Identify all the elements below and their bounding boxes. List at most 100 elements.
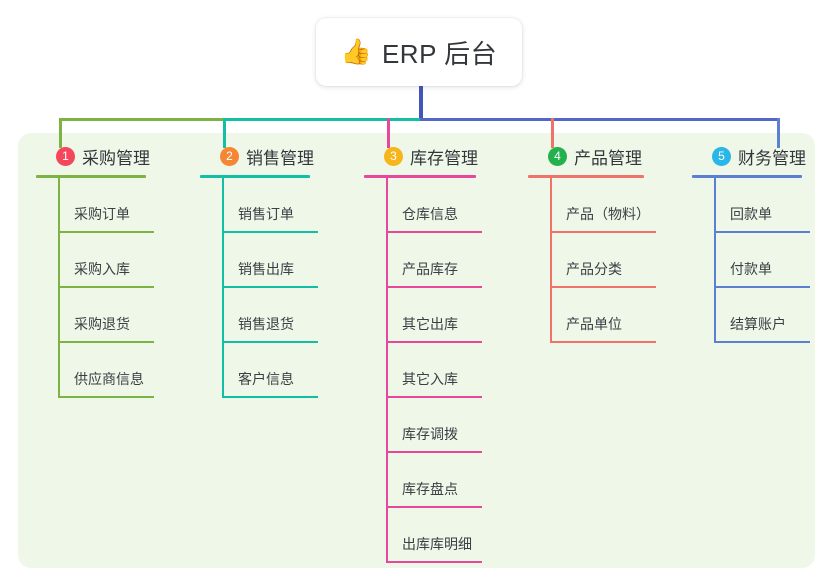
leaf-item[interactable]: 库存调拨 xyxy=(364,398,482,453)
leaf-item[interactable]: 付款单 xyxy=(692,233,810,288)
leaf-item[interactable]: 销售订单 xyxy=(200,178,318,233)
leaf-label: 销售订单 xyxy=(238,206,294,222)
leaf-item[interactable]: 出库库明细 xyxy=(364,508,482,563)
leaf-item[interactable]: 产品单位 xyxy=(528,288,656,343)
leaf-item[interactable]: 回款单 xyxy=(692,178,810,233)
root-node[interactable]: 👍 ERP 后台 xyxy=(316,18,522,86)
leaf-item[interactable]: 库存盘点 xyxy=(364,453,482,508)
leaf-item[interactable]: 采购入库 xyxy=(36,233,154,288)
bus-segment-2 xyxy=(225,118,420,121)
leaf-label: 产品库存 xyxy=(402,261,458,277)
leaf-label: 采购订单 xyxy=(74,206,130,222)
leaf-underline xyxy=(222,286,318,288)
leaf-list-1: 采购订单采购入库采购退货供应商信息 xyxy=(36,178,154,398)
leaf-label: 采购入库 xyxy=(74,261,130,277)
leaf-spine-5 xyxy=(714,178,716,343)
leaf-label: 产品分类 xyxy=(566,261,622,277)
category-header-5[interactable]: 5 财务管理 xyxy=(692,143,806,169)
leaf-label: 采购退货 xyxy=(74,316,130,332)
leaf-item[interactable]: 采购订单 xyxy=(36,178,154,233)
bus-segment-1 xyxy=(59,118,225,121)
root-title: ERP 后台 xyxy=(381,38,498,69)
category-badge-2: 2 xyxy=(220,146,239,166)
category-underline-1 xyxy=(36,175,146,178)
leaf-list-4: 产品（物料） 产品分类产品单位 xyxy=(528,178,656,343)
leaf-label: 库存盘点 xyxy=(402,481,458,497)
leaf-underline xyxy=(386,561,482,563)
leaf-label: 付款单 xyxy=(730,261,772,277)
leaf-item[interactable]: 产品库存 xyxy=(364,233,482,288)
leaf-item[interactable]: 销售出库 xyxy=(200,233,318,288)
leaf-item[interactable]: 产品（物料） xyxy=(528,178,656,233)
category-header-4[interactable]: 4 产品管理 xyxy=(528,143,644,169)
leaf-item[interactable]: 产品分类 xyxy=(528,233,656,288)
leaf-underline xyxy=(386,451,482,453)
leaf-label: 供应商信息 xyxy=(74,371,144,387)
category-column-2: 2 销售管理销售订单销售出库销售退货客户信息 xyxy=(200,143,318,398)
leaf-spine-4 xyxy=(550,178,552,343)
leaf-underline xyxy=(58,396,154,398)
leaf-item[interactable]: 供应商信息 xyxy=(36,343,154,398)
category-column-5: 5 财务管理回款单付款单结算账户 xyxy=(692,143,810,343)
thumbs-up-icon: 👍 xyxy=(340,37,372,66)
leaf-spine-1 xyxy=(58,178,60,398)
leaf-spine-2 xyxy=(222,178,224,398)
leaf-item[interactable]: 销售退货 xyxy=(200,288,318,343)
bus-segment-3 xyxy=(420,118,780,121)
leaf-underline xyxy=(386,506,482,508)
leaf-underline xyxy=(386,286,482,288)
leaf-list-2: 销售订单销售出库销售退货客户信息 xyxy=(200,178,318,398)
leaf-spine-3 xyxy=(386,178,388,563)
leaf-underline xyxy=(714,231,810,233)
category-badge-1: 1 xyxy=(56,146,75,166)
leaf-item[interactable]: 采购退货 xyxy=(36,288,154,343)
leaf-label: 库存调拨 xyxy=(402,426,458,442)
category-drop-line-5 xyxy=(777,118,780,148)
category-column-3: 3 库存管理仓库信息产品库存其它出库其它入库库存调拨库存盘点出库库明细 xyxy=(364,143,482,563)
leaf-underline xyxy=(386,231,482,233)
leaf-item[interactable]: 客户信息 xyxy=(200,343,318,398)
category-title-4: 产品管理 xyxy=(574,148,642,168)
category-drop-line-1 xyxy=(59,118,62,148)
leaf-item[interactable]: 其它入库 xyxy=(364,343,482,398)
leaf-underline xyxy=(550,341,656,343)
category-title-2: 销售管理 xyxy=(246,148,314,168)
category-underline-2 xyxy=(200,175,310,178)
leaf-item[interactable]: 仓库信息 xyxy=(364,178,482,233)
category-drop-line-4 xyxy=(551,118,554,148)
leaf-label: 其它入库 xyxy=(402,371,458,387)
diagram-panel xyxy=(18,133,815,568)
category-header-3[interactable]: 3 库存管理 xyxy=(364,143,478,169)
leaf-label: 产品（物料） xyxy=(566,206,650,222)
leaf-underline xyxy=(386,341,482,343)
leaf-list-5: 回款单付款单结算账户 xyxy=(692,178,810,343)
leaf-label: 客户信息 xyxy=(238,371,294,387)
leaf-underline xyxy=(222,341,318,343)
category-badge-3: 3 xyxy=(384,146,403,166)
leaf-underline xyxy=(58,286,154,288)
category-title-3: 库存管理 xyxy=(410,148,478,168)
root-stem-line xyxy=(419,86,423,121)
category-underline-4 xyxy=(528,175,644,178)
category-header-2[interactable]: 2 销售管理 xyxy=(200,143,314,169)
category-badge-4: 4 xyxy=(548,146,567,166)
leaf-underline xyxy=(222,396,318,398)
leaf-underline xyxy=(714,341,810,343)
category-underline-5 xyxy=(692,175,802,178)
leaf-underline xyxy=(58,341,154,343)
leaf-underline xyxy=(386,396,482,398)
category-drop-line-3 xyxy=(387,118,390,148)
category-badge-5: 5 xyxy=(712,146,731,166)
category-underline-3 xyxy=(364,175,476,178)
leaf-list-3: 仓库信息产品库存其它出库其它入库库存调拨库存盘点出库库明细 xyxy=(364,178,482,563)
category-column-4: 4 产品管理产品（物料） 产品分类产品单位 xyxy=(528,143,656,343)
category-title-5: 财务管理 xyxy=(738,148,806,168)
leaf-label: 仓库信息 xyxy=(402,206,458,222)
leaf-label: 产品单位 xyxy=(566,316,622,332)
leaf-item[interactable]: 结算账户 xyxy=(692,288,810,343)
leaf-label: 回款单 xyxy=(730,206,772,222)
leaf-item[interactable]: 其它出库 xyxy=(364,288,482,343)
